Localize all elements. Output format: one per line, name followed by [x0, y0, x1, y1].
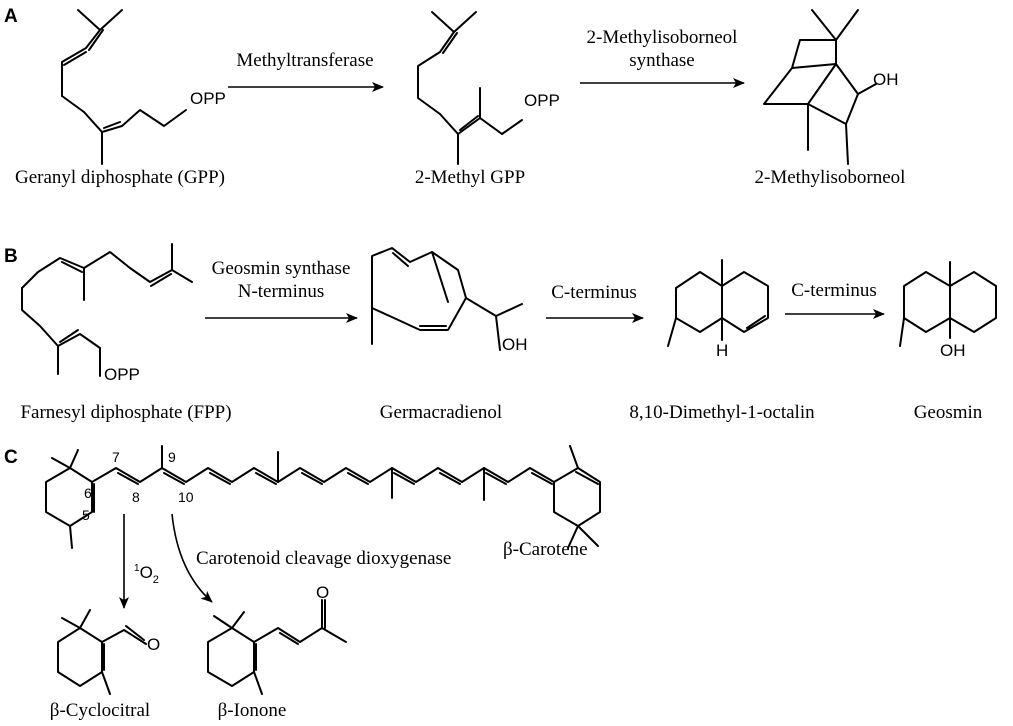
mib-synthase-label-line2: synthase [629, 50, 694, 71]
geosmin-structure: OH [899, 261, 997, 360]
cyclocitral-o-label: O [147, 635, 160, 654]
methyl-gpp-opp-label: OPP [524, 91, 560, 110]
c-terminus-label-2: C-terminus [791, 280, 877, 301]
octalin-structure: H [667, 259, 769, 360]
geosmin-synthase-label-line2: N-terminus [238, 281, 325, 302]
carbon-8-label: 8 [132, 489, 140, 505]
ccd-label: Carotenoid cleavage dioxygenase [196, 548, 451, 569]
mib-name: 2-Methylisoborneol [755, 167, 906, 188]
gpp-opp-label: OPP [190, 89, 226, 108]
carbon-9-label: 9 [168, 449, 176, 465]
ionone-o-label: O [316, 583, 329, 602]
carotene-name: β-Carotene [503, 539, 588, 560]
cyclocitral-structure: O [57, 609, 160, 695]
panel-label-b: B [4, 246, 18, 267]
germacradienol-oh-label: OH [502, 335, 528, 354]
gpp-structure: OPP [61, 9, 226, 165]
geosmin-oh-label: OH [940, 341, 966, 360]
octalin-name: 8,10-Dimethyl-1-octalin [629, 402, 815, 423]
fpp-structure: OPP [21, 243, 193, 384]
gpp-name: Geranyl diphosphate (GPP) [15, 167, 225, 188]
ionone-structure: O [207, 583, 347, 695]
singlet-oxygen-label: 1O2 [134, 563, 159, 586]
carbon-7-label: 7 [112, 449, 120, 465]
geosmin-synthase-label-line1: Geosmin synthase [212, 258, 351, 279]
carotene-structure: 6 7 8 9 10 5 [45, 445, 601, 549]
octalin-h-label: H [716, 341, 728, 360]
carbon-6-label: 6 [84, 485, 92, 501]
germacradienol-name: Germacradienol [380, 402, 502, 423]
c-terminus-label-1: C-terminus [551, 282, 637, 303]
methyl-gpp-name: 2-Methyl GPP [415, 167, 525, 188]
mib-oh-label: OH [873, 70, 899, 89]
mib-synthase-label-line1: 2-Methylisoborneol [587, 27, 738, 48]
geosmin-name: Geosmin [914, 402, 983, 423]
fpp-opp-label: OPP [104, 365, 140, 384]
ionone-name: β-Ionone [218, 700, 287, 721]
cyclocitral-name: β-Cyclocitral [50, 700, 150, 721]
methyltransferase-label: Methyltransferase [236, 50, 373, 71]
methyl-gpp-structure: OPP [417, 11, 560, 165]
mib-structure: OH [763, 9, 899, 165]
fpp-name: Farnesyl diphosphate (FPP) [20, 402, 231, 423]
carbon-5-label: 5 [82, 507, 90, 523]
ccd-arrow [171, 513, 213, 603]
panel-label-c: C [4, 447, 18, 468]
panel-label-a: A [4, 6, 18, 27]
germacradienol-structure: OH [371, 247, 528, 354]
carbon-10-label: 10 [178, 489, 194, 505]
